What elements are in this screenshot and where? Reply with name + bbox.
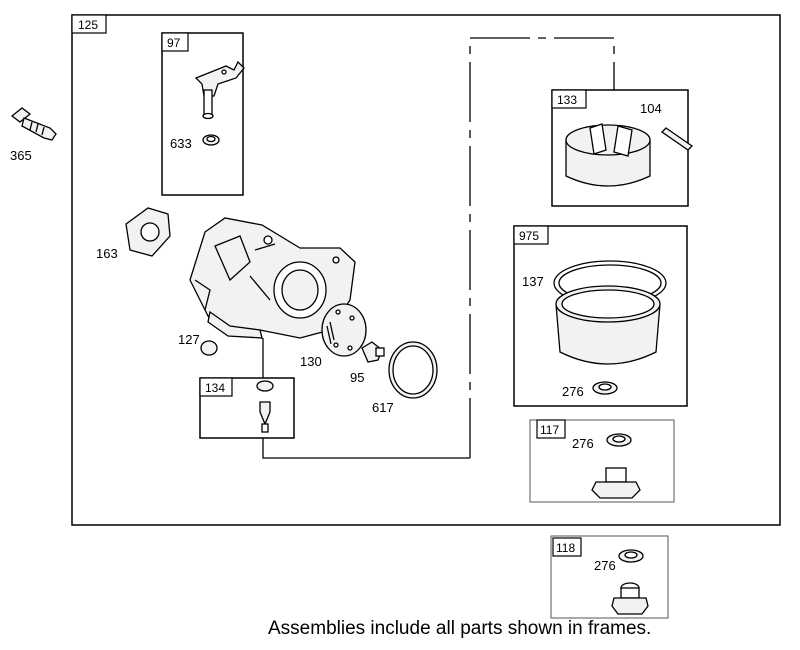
part-label-365: 365 [10, 148, 32, 163]
part-label-127: 127 [178, 332, 200, 347]
dashed-connector [469, 37, 615, 458]
part-label-276-b: 276 [572, 436, 594, 451]
part-label-276-c: 276 [594, 558, 616, 573]
frame-97 [161, 32, 244, 196]
fitting-95-part [361, 341, 385, 363]
frame-133-tagbox [551, 89, 587, 109]
frame-97-label: 97 [167, 36, 181, 50]
needle-valve-part [256, 380, 274, 433]
frame-975-label: 975 [519, 229, 539, 243]
frame-117-tagbox [536, 419, 566, 439]
footer-note: Assemblies include all parts shown in fr… [268, 618, 652, 639]
pin-104-part [660, 127, 694, 151]
part-label-104: 104 [640, 101, 662, 116]
frame-97-tagbox [161, 32, 189, 52]
part-label-276-a: 276 [562, 384, 584, 399]
washer-276-a-part [592, 381, 618, 395]
part-label-617: 617 [372, 400, 394, 415]
frame-117 [529, 419, 675, 503]
diaphragm-130-part [321, 303, 367, 357]
frame-118-tagbox [552, 537, 582, 557]
frame-118 [550, 535, 669, 619]
frame-134-label: 134 [205, 381, 225, 395]
frame-975-tagbox [513, 225, 549, 245]
washer-276-c-part [618, 549, 644, 563]
part-label-137: 137 [522, 274, 544, 289]
frame-125-tagbox [71, 14, 107, 34]
frame-117-label: 117 [540, 423, 559, 437]
oring-617-part [388, 341, 438, 399]
frame-134 [199, 377, 295, 439]
carburetor-body-part [189, 217, 356, 339]
float-bowl-part [555, 285, 661, 365]
float-133-part [565, 123, 651, 187]
part-label-95: 95 [350, 370, 364, 385]
part-label-130: 130 [300, 354, 322, 369]
gasket-163-part [125, 207, 171, 257]
seal-633-part [202, 134, 220, 146]
part-label-633: 633 [170, 136, 192, 151]
choke-lever-part [194, 60, 245, 120]
frame-125-label: 125 [78, 18, 98, 32]
frame-133-label: 133 [557, 93, 577, 107]
plug-127-part [200, 340, 218, 356]
frame-134-tagbox [199, 377, 233, 397]
frame-975 [513, 225, 688, 407]
frame-125 [71, 14, 781, 526]
frame-118-label: 118 [556, 541, 575, 555]
leader-bottom [262, 438, 470, 459]
bowl-nut-117-part [591, 467, 641, 499]
bowl-nut-118-part [611, 582, 649, 615]
washer-276-b-part [606, 433, 632, 447]
part-label-163: 163 [96, 246, 118, 261]
bolt-365-part [10, 107, 57, 141]
